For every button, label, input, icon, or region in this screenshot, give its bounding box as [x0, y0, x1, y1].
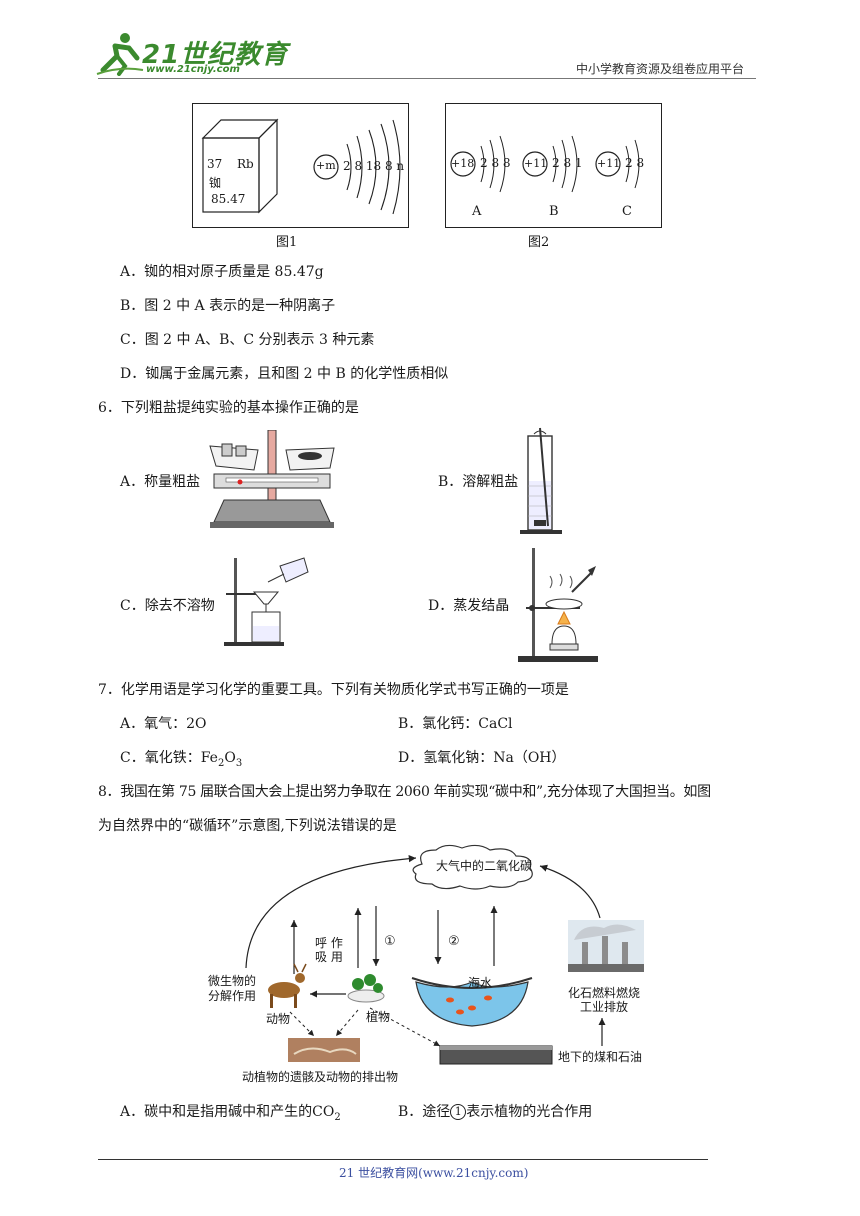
coal-oil-label: 地下的煤和石油 [558, 1050, 643, 1064]
q5-option-b: B．图 2 中 A 表示的是一种阴离子 [120, 298, 336, 314]
label-a: A [472, 204, 482, 219]
q5-option-a: A．铷的相对原子质量是 85.47g [120, 264, 324, 280]
element-cube [201, 118, 401, 215]
footer-rule [98, 1159, 708, 1160]
q5-option-c: C．图 2 中 A、B、C 分别表示 3 种元素 [120, 332, 375, 348]
respiration-label-2: 吸 用 [315, 950, 343, 964]
figure-1-caption: 图1 [276, 235, 298, 250]
sea-label: 海水 [468, 976, 493, 990]
footer-text: 21 世纪教育网(www.21cnjy.com) [339, 1166, 529, 1180]
atom-c-shells: 2 8 [625, 156, 645, 170]
filtration-illustration [224, 557, 309, 646]
q8-option-b-suffix: 表示植物的光合作用 [466, 1104, 593, 1120]
dissolving-illustration [520, 427, 562, 534]
logo-text: 21世纪教育 [142, 40, 289, 70]
plant-label: 植物 [366, 1010, 391, 1024]
carbon-cycle-diagram: 大气中的二氧化碳 呼 作 吸 用 ① ② 微生物的 分解作用 动物 植物 海水 … [190, 842, 670, 1092]
evaporation-illustration [518, 548, 598, 662]
remains-label: 动植物的遗骸及动物的排出物 [242, 1070, 399, 1084]
q8-option-a-text: A．碳中和是指用碱中和产生的CO [120, 1104, 335, 1120]
label-b: B [549, 204, 559, 219]
q7-option-b: B．氯化钙：CaCl [398, 716, 513, 732]
atomic-mass: 85.47 [211, 192, 246, 206]
path-1-label: ① [384, 934, 396, 949]
atom-b-shells: 2 8 1 [552, 156, 583, 170]
header-rule [98, 78, 756, 79]
q5-option-d: D．铷属于金属元素，且和图 2 中 B 的化学性质相似 [120, 366, 449, 382]
header: 21世纪教育 www.21cnjy.com 中小学教育资源及组卷应用平台 [0, 0, 860, 80]
respiration-label-1: 呼 作 [315, 936, 343, 950]
label-c: C [622, 204, 632, 219]
q6-stem: 6．下列粗盐提纯实验的基本操作正确的是 [98, 400, 359, 416]
atom-a-nucleus: +18 [451, 157, 475, 170]
balance-scale-illustration [209, 430, 335, 528]
q6-option-b: B．溶解粗盐 [438, 474, 519, 490]
plant-icon [347, 974, 385, 1003]
element-symbol: Rb [237, 157, 254, 171]
q7-option-c-prefix: C．氧化铁：Fe [120, 750, 218, 766]
q7-option-d: D．氢氧化钠：Na（OH） [398, 750, 566, 766]
q7-option-c-sub2: 3 [235, 757, 243, 769]
platform-name: 中小学教育资源及组卷应用平台 [576, 62, 745, 76]
q8-stem-line1: 8．我国在第 75 届联合国大会上提出努力争取在 2060 年前实现“碳中和”,… [98, 784, 711, 800]
fossil-label-2: 工业排放 [580, 1000, 629, 1014]
cloud-label: 大气中的二氧化碳 [436, 859, 533, 873]
q7-option-a: A．氧气：2O [120, 716, 207, 732]
q6-option-a: A．称量粗盐 [120, 474, 201, 490]
q6-option-c: C．除去不溶物 [120, 598, 215, 614]
microbe-label-1: 微生物的 [208, 974, 257, 988]
carbon-cycle-graphics [245, 844, 644, 1065]
atom-b-nucleus: +11 [524, 157, 548, 170]
q8-option-a: A．碳中和是指用碱中和产生的CO2 [120, 1102, 341, 1128]
q6-option-d: D．蒸发结晶 [428, 598, 510, 614]
factory-icon [568, 920, 644, 972]
figure-2-caption: 图2 [528, 235, 550, 250]
q7-option-c: C．氧化铁：Fe2O3 [120, 748, 242, 774]
animal-label: 动物 [266, 1012, 291, 1026]
fossil-label-1: 化石燃料燃烧 [568, 986, 641, 1000]
q8-option-b-prefix: B．途径 [398, 1104, 451, 1120]
logo-url: www.21cnjy.com [146, 64, 240, 75]
q8-option-a-sub: 2 [334, 1111, 341, 1123]
figure-1: 37 Rb 铷 85.47 +m 2 8 18 8 n [192, 103, 409, 228]
atom-structures [450, 135, 640, 193]
logo-runner-icon [96, 33, 144, 76]
element-name: 铷 [209, 176, 222, 190]
q7-option-c-mid: O [224, 750, 236, 766]
q7-option-c-sub1: 2 [217, 757, 225, 769]
q7-stem: 7．化学用语是学习化学的重要工具。下列有关物质化学式书写正确的一项是 [98, 682, 569, 698]
nucleus-charge: +m [316, 159, 336, 172]
figure-2: +18 2 8 8 +11 2 8 1 +11 2 8 A B C [445, 103, 662, 228]
atom-c-nucleus: +11 [597, 157, 621, 170]
q8-stem-line2: 为自然界中的“碳循环”示意图,下列说法错误的是 [98, 818, 397, 834]
deer-icon [268, 963, 307, 1008]
atomic-number: 37 [207, 157, 223, 171]
circled-number: 1 [450, 1104, 467, 1120]
path-2-label: ② [448, 934, 460, 949]
electron-shells: 2 8 18 8 n [343, 159, 405, 173]
microbe-label-2: 分解作用 [208, 989, 257, 1003]
atom-a-shells: 2 8 8 [480, 156, 511, 170]
